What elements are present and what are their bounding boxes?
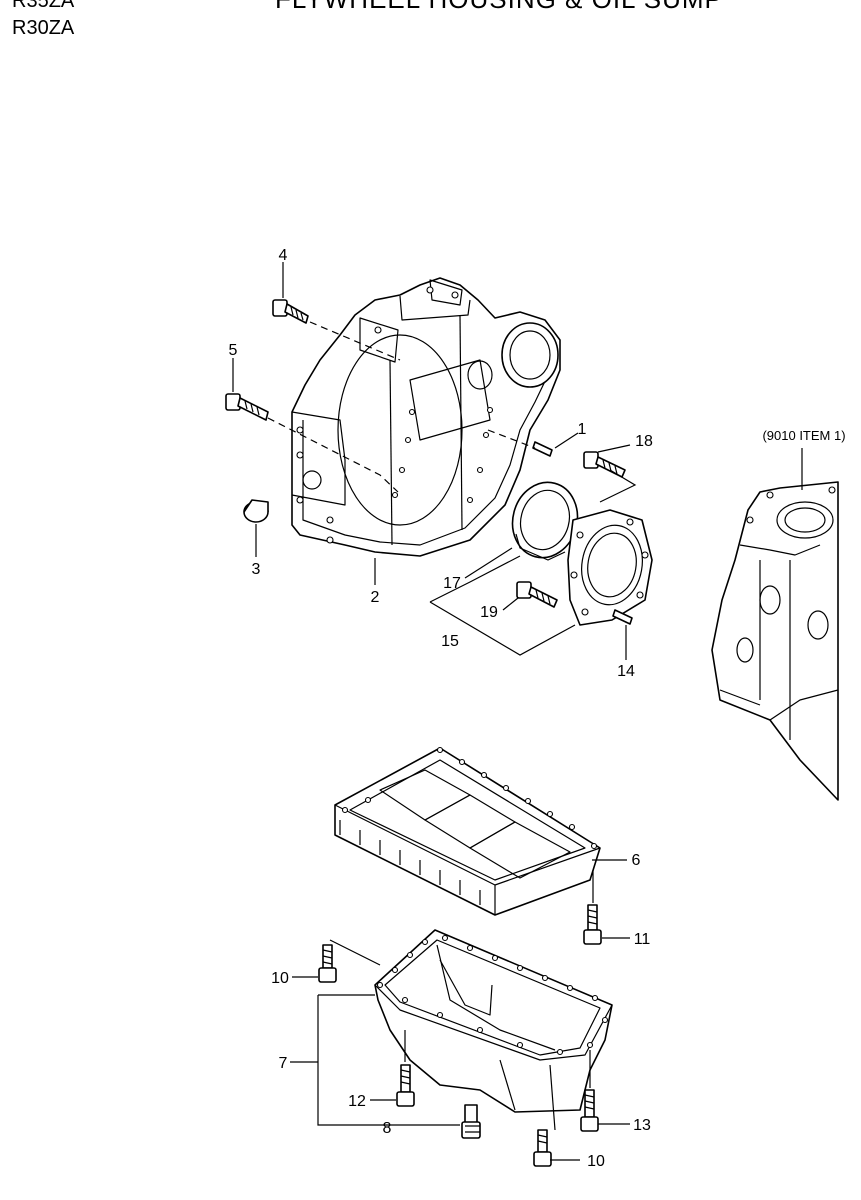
bolt-part-12[interactable]: [396, 1064, 415, 1107]
plug-part-3[interactable]: [243, 499, 269, 523]
bolt-part-19[interactable]: [516, 581, 558, 608]
pin-part-1[interactable]: [532, 441, 553, 457]
callout-17: 17: [443, 575, 461, 592]
seal-retainer-part-15[interactable]: [567, 509, 653, 626]
callout-6: 6: [632, 852, 641, 869]
page-title: FLYWHEEL HOUSING & OIL SUMP: [275, 0, 723, 12]
model-label-r30za: R30ZA: [12, 17, 75, 39]
flywheel-housing[interactable]: [291, 277, 561, 557]
pin-part-14[interactable]: [612, 609, 633, 625]
callout-19: 19: [480, 604, 498, 621]
callout-13: 13: [633, 1117, 651, 1134]
bolt-part-11[interactable]: [583, 904, 602, 945]
callout-14: 14: [617, 663, 635, 680]
bolt-part-10-lower[interactable]: [533, 1129, 552, 1167]
reference-label: (9010 ITEM 1): [762, 428, 845, 443]
oil-pan-upper-part-6[interactable]: [334, 746, 601, 916]
cylinder-block-reference: [711, 481, 839, 801]
callout-4: 4: [279, 247, 288, 264]
callout-18: 18: [635, 433, 653, 450]
callout-2: 2: [371, 589, 380, 606]
oil-pan-lower-part-7[interactable]: [374, 929, 613, 1113]
callout-15: 15: [441, 633, 459, 650]
bolt-part-10-upper[interactable]: [318, 944, 337, 983]
bolt-part-4[interactable]: [272, 299, 309, 324]
model-label-r35za: R35ZA: [12, 0, 75, 12]
callout-5: 5: [229, 342, 238, 359]
drain-plug-part-8[interactable]: [461, 1104, 481, 1139]
callout-11: 11: [634, 931, 651, 948]
callout-12: 12: [348, 1093, 366, 1110]
bolt-part-18[interactable]: [583, 451, 626, 478]
bolt-part-13[interactable]: [580, 1089, 599, 1132]
callout-10-lower: 10: [587, 1153, 605, 1170]
callout-7: 7: [279, 1055, 288, 1072]
bolt-part-5[interactable]: [225, 393, 269, 421]
callout-8: 8: [383, 1120, 392, 1137]
callout-10-upper: 10: [271, 970, 289, 987]
callout-1: 1: [578, 421, 587, 438]
callout-3: 3: [252, 561, 261, 578]
